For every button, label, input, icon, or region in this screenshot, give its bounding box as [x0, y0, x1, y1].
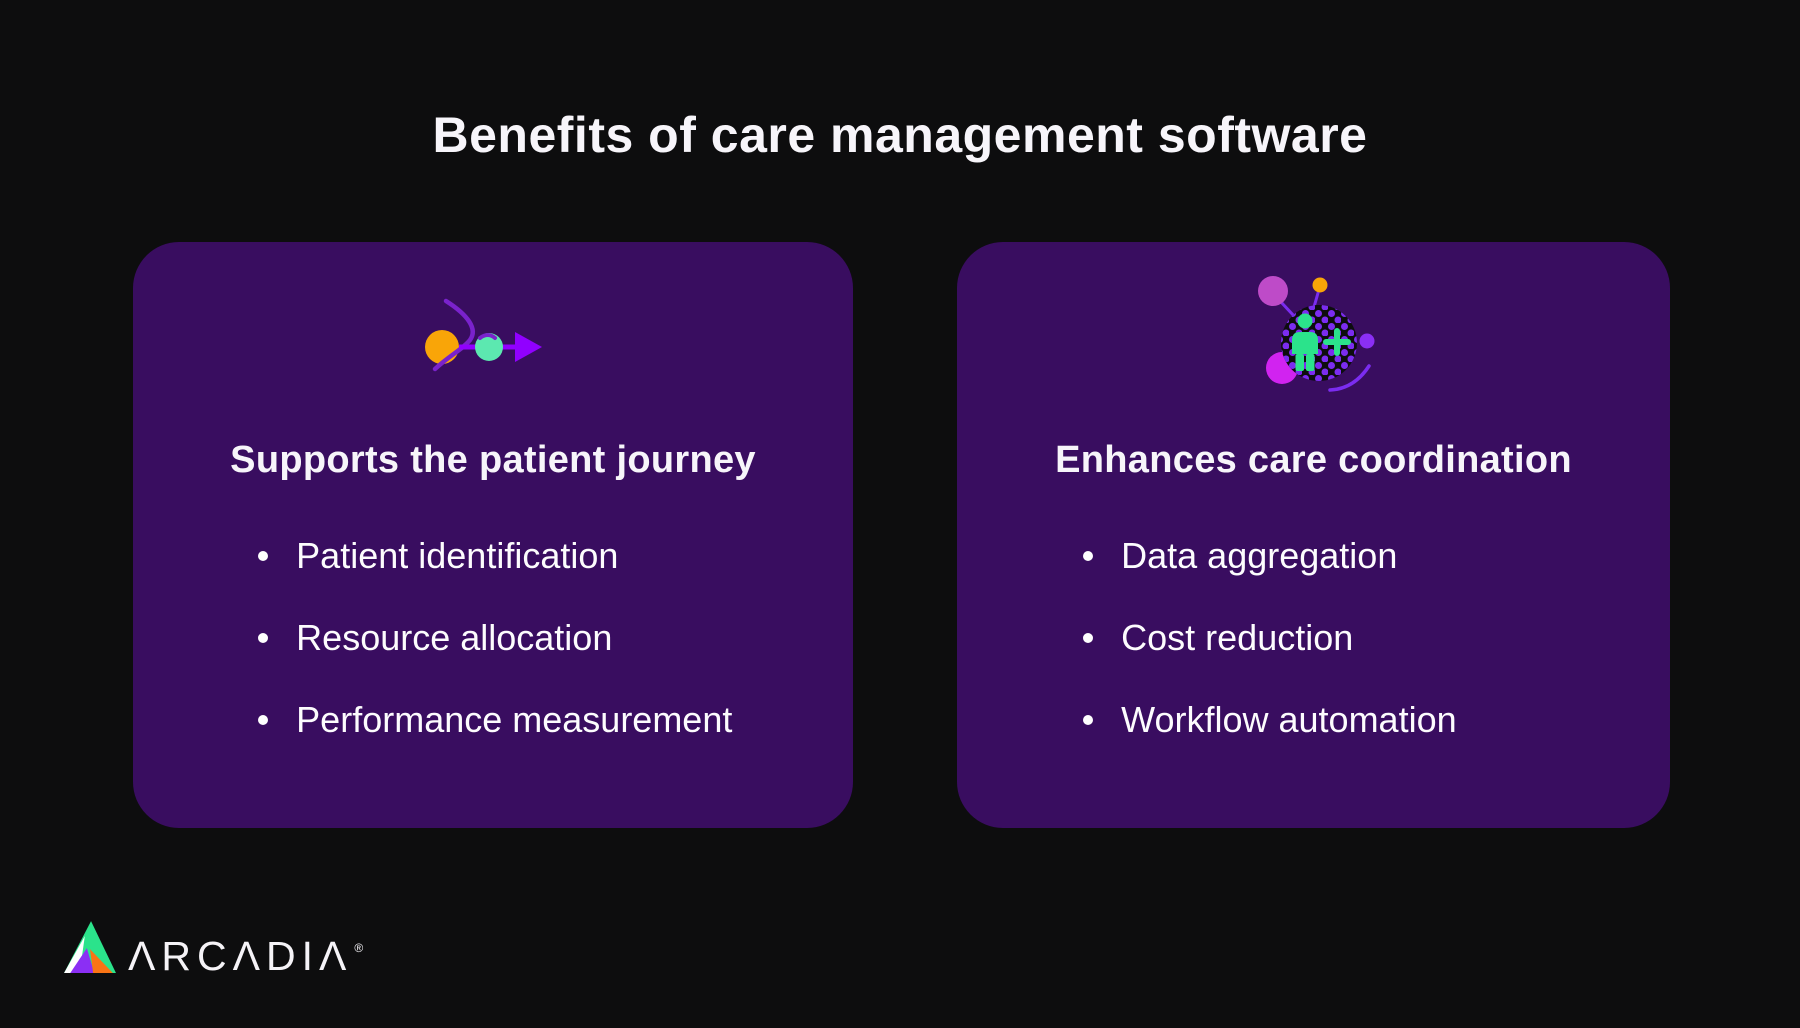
benefit-item: Data aggregation [1055, 534, 1572, 578]
benefit-card-patient-journey: Supports the patient journey Patient ide… [133, 242, 853, 828]
mint-dot-icon [475, 333, 503, 361]
card-icon-area [957, 242, 1670, 437]
care-coordination-network-icon [1257, 276, 1374, 392]
orchid-dot-icon [1257, 276, 1288, 306]
benefit-item: Patient identification [230, 534, 756, 578]
card-content: Enhances care coordination Data aggregat… [1055, 437, 1572, 742]
plus-icon [1322, 328, 1351, 356]
arcadia-triangle-logo [64, 921, 116, 973]
benefit-item: Resource allocation [230, 616, 756, 660]
benefit-list: Data aggregation Cost reduction Workflow… [1055, 534, 1572, 742]
orange-dot-icon [425, 330, 459, 364]
benefit-item: Cost reduction [1055, 616, 1572, 660]
arrow-head-icon [515, 332, 542, 362]
card-icon-area [133, 242, 853, 437]
benefit-card-care-coordination: Enhances care coordination Data aggregat… [957, 242, 1670, 828]
card-content: Supports the patient journey Patient ide… [230, 437, 756, 742]
orbit-arc [1327, 364, 1371, 392]
page-title: Benefits of care management software [432, 107, 1368, 163]
logo-orange-facet [90, 949, 113, 973]
arcadia-wordmark: ΛRCΛDIΛ® [128, 933, 364, 979]
person-icon [1291, 313, 1318, 371]
journey-curve [432, 298, 475, 372]
benefit-item: Workflow automation [1055, 698, 1572, 742]
patient-journey-arrow-icon [425, 298, 542, 372]
benefit-list: Patient identification Resource allocati… [230, 534, 756, 742]
connector-line [1312, 291, 1319, 309]
violet-dot-icon [1359, 333, 1374, 349]
connector-line [1279, 300, 1295, 318]
registered-trademark: ® [354, 941, 364, 955]
card-heading: Supports the patient journey [230, 439, 756, 481]
card-heading: Enhances care coordination [1055, 439, 1572, 481]
logo-purple-facet [70, 948, 95, 973]
benefit-item: Performance measurement [230, 698, 756, 742]
orange-dot-icon [1312, 277, 1327, 293]
curve-hook [478, 333, 497, 340]
